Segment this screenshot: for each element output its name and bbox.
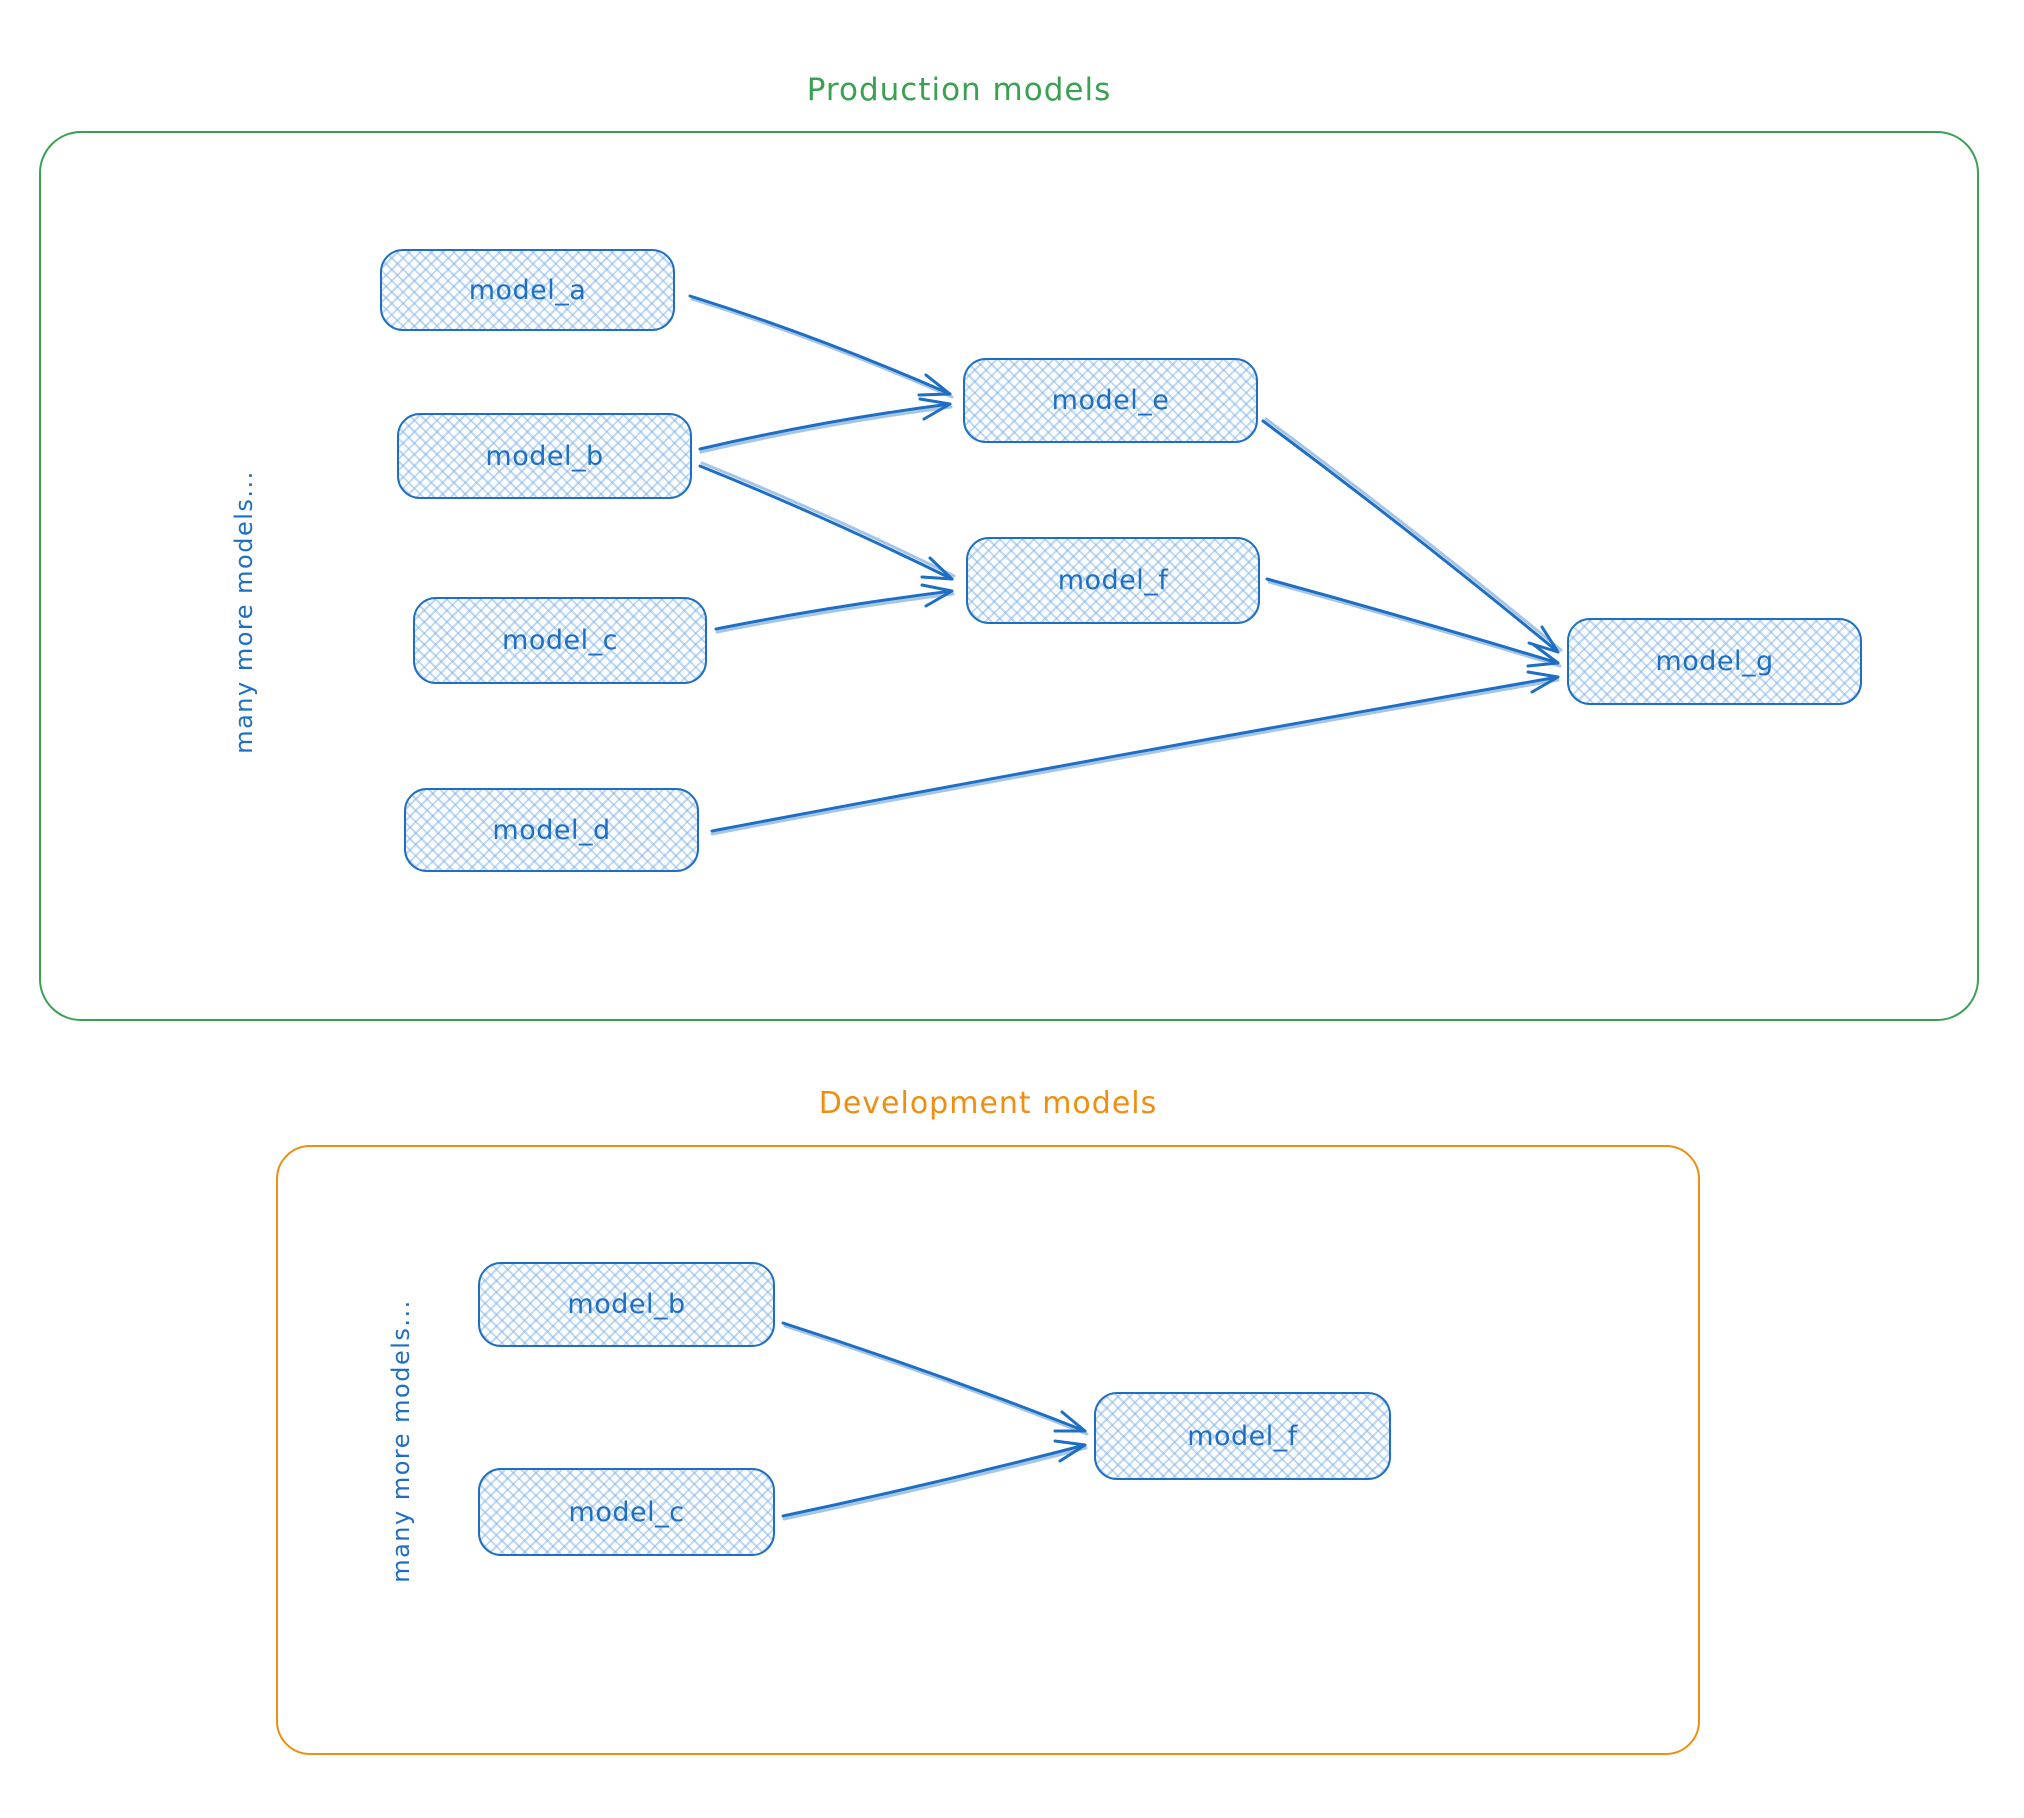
- node-label-model_d: model_d: [492, 814, 611, 846]
- node-dev-model_b: model_b: [478, 1262, 775, 1347]
- arrow-dev-model_c-to-model_f: [781, 1439, 1088, 1521]
- node-model_a: model_a: [380, 249, 675, 331]
- node-label-model_g: model_g: [1655, 646, 1774, 677]
- arrow-dev-model_b-to-model_f: [781, 1321, 1089, 1436]
- arrow-model_c-to-model_f: [714, 583, 955, 634]
- node-model_f: model_f: [966, 537, 1260, 624]
- node-model_g: model_g: [1567, 618, 1862, 705]
- arrow-model_b-to-model_e: [698, 397, 953, 454]
- node-dev-model_c: model_c: [478, 1468, 775, 1556]
- development-title: Development models: [818, 1086, 1158, 1121]
- node-label-model_c: model_c: [502, 625, 618, 656]
- node-model_b: model_b: [397, 413, 692, 499]
- node-label-dev-model_f: model_f: [1187, 1420, 1298, 1452]
- node-model_e: model_e: [963, 358, 1258, 443]
- arrow-model_a-to-model_e: [688, 294, 954, 399]
- node-label-model_f: model_f: [1057, 565, 1169, 596]
- arrow-model_d-to-model_g: [710, 670, 1560, 836]
- production-more-models-note: many more models...: [230, 470, 258, 754]
- node-model_d: model_d: [404, 788, 699, 872]
- development-more-models-note: many more models...: [387, 1299, 415, 1583]
- node-label-model_e: model_e: [1051, 385, 1170, 416]
- node-label-model_b: model_b: [485, 440, 604, 472]
- arrow-model_e-to-model_g: [1261, 417, 1563, 654]
- production-title: Production models: [806, 72, 1112, 108]
- arrow-model_b-to-model_f: [698, 461, 956, 581]
- production-container: [39, 131, 1979, 1021]
- node-model_c: model_c: [413, 597, 707, 684]
- development-container: [276, 1145, 1700, 1755]
- node-label-model_a: model_a: [468, 274, 587, 306]
- node-dev-model_f: model_f: [1094, 1392, 1391, 1480]
- node-label-dev-model_b: model_b: [567, 1289, 686, 1320]
- node-label-dev-model_c: model_c: [568, 1496, 685, 1528]
- arrow-model_f-to-model_g: [1265, 577, 1562, 668]
